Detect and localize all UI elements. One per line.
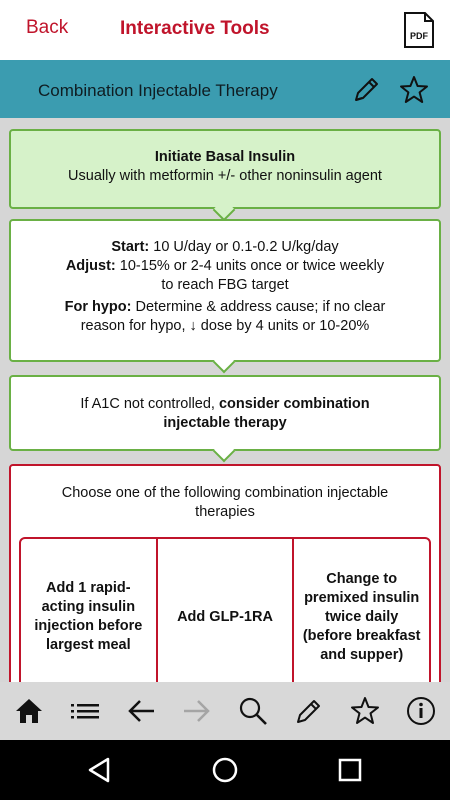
home-icon [16,699,42,723]
flow-step-choose-therapy: Choose one of the following combination … [9,464,441,682]
search-icon [239,697,267,725]
section-header [0,60,450,118]
pencil-icon [355,78,378,101]
adjust-label: Adjust: [65,258,116,274]
flow-step-initiate[interactable]: Initiate Basal Insulin Usually with metf… [9,129,441,209]
android-home-button[interactable] [211,756,239,784]
contents-button[interactable] [70,696,100,726]
android-nav-bar [0,740,450,800]
notes-button[interactable] [294,696,324,726]
hypo-label: For hypo: [64,299,132,315]
option-rapid-acting-insulin[interactable]: Add 1 rapid-acting insulin injection bef… [34,580,143,653]
start-text: 10 U/day or 0.1-0.2 U/kg/day [149,239,339,255]
back-button[interactable]: Back [26,17,69,38]
android-recents-button[interactable] [336,756,364,784]
android-back-button[interactable] [86,756,114,784]
start-label: Start: [111,239,150,255]
home-button[interactable] [14,696,44,726]
android-recents-icon [338,758,362,782]
hypo-text: Determine & address cause; if no clear r… [80,299,386,334]
step1-title: Initiate Basal Insulin [154,149,296,165]
adjust-text: 10-15% or 2-4 units once or twice weekly… [115,258,385,293]
pdf-document-icon: PDF [404,12,434,48]
page-title: Interactive Tools [120,18,270,39]
step4-text: Choose one of the following combination … [61,485,389,520]
option-glp1ra[interactable]: Add GLP-1RA [155,539,293,682]
section-title: Combination Injectable Therapy [38,81,278,100]
android-back-icon [88,757,110,783]
option-premixed-insulin[interactable]: Change to premixed insulin twice daily (… [292,539,429,682]
pdf-button[interactable]: PDF [403,11,435,49]
star-icon [351,697,379,724]
edit-button[interactable] [350,74,382,106]
previous-button[interactable] [126,696,156,726]
flowchart-area: Initiate Basal Insulin Usually with metf… [0,118,450,682]
arrow-back-icon [128,700,154,722]
bottom-toolbar [0,682,450,740]
flow-step-dosing[interactable]: Start: 10 U/day or 0.1-0.2 U/kg/day Adju… [9,219,441,362]
pencil-icon [297,700,320,723]
search-button[interactable] [238,696,268,726]
favorite-button[interactable] [398,74,430,106]
step3-bold: consider combination injectable therapy [163,396,370,431]
info-icon [407,697,435,725]
list-icon [71,704,99,719]
star-icon [400,76,428,103]
android-home-icon [212,757,238,783]
pdf-label: PDF [410,31,429,41]
step3-text: If A1C not controlled, [80,396,219,412]
therapy-options: Add 1 rapid-acting insulin injection bef… [19,537,431,682]
top-bar: Back Interactive Tools PDF [0,0,450,60]
next-button[interactable] [182,696,212,726]
flow-step-not-controlled[interactable]: If A1C not controlled, consider combinat… [9,375,441,451]
arrow-forward-icon [184,700,210,722]
info-button[interactable] [406,696,436,726]
step1-text: Usually with metformin +/- other noninsu… [68,168,382,184]
favorites-button[interactable] [350,696,380,726]
